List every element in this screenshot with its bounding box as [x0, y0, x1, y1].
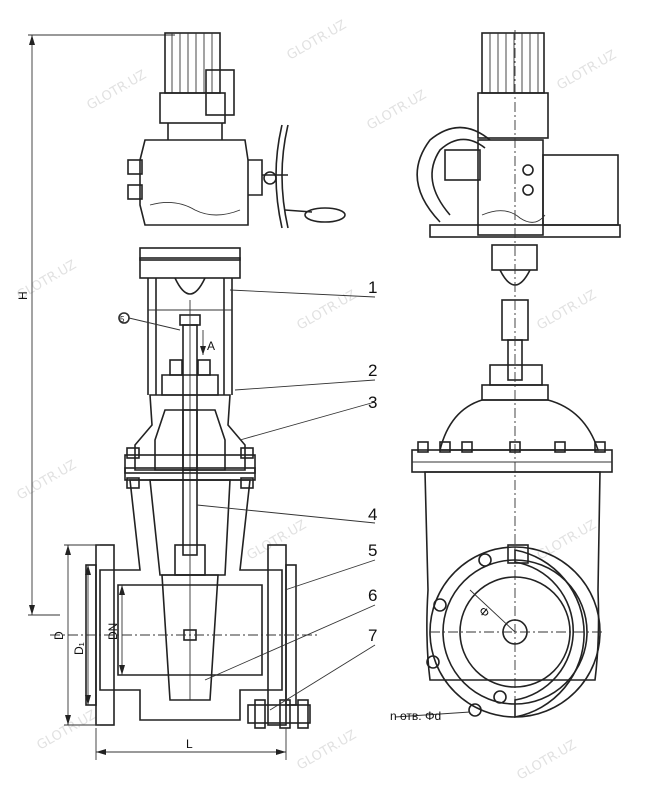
section-marker-label: 5 [120, 315, 125, 324]
callout-7: 7 [368, 626, 377, 645]
height-label: H [16, 291, 30, 300]
callout-6: 6 [368, 586, 377, 605]
view-marker-a: A [200, 330, 215, 355]
callout-4: 4 [368, 505, 377, 524]
watermark: GLOTR.UZ [285, 17, 350, 63]
height-dimension: H [16, 34, 175, 616]
callout-1: 1 [368, 278, 377, 297]
view-marker-label: A [207, 339, 215, 353]
bolt-circle-label: D₁ [72, 642, 86, 655]
callout-leaders [196, 289, 376, 711]
front-view-dimensions: D D₁ DN L [52, 544, 287, 760]
watermark: GLOTR.UZ [515, 737, 580, 783]
front-section-view [50, 32, 346, 729]
watermark: GLOTR.UZ [35, 707, 100, 753]
section-marker [118, 312, 130, 324]
callout-2: 2 [368, 361, 377, 380]
watermark: GLOTR.UZ [245, 517, 310, 563]
watermark: GLOTR.UZ [295, 727, 360, 773]
watermark: GLOTR.UZ [555, 47, 620, 93]
watermark: GLOTR.UZ [15, 457, 80, 503]
gate-diameter-label: Φ [476, 604, 492, 621]
watermark: GLOTR.UZ [85, 67, 150, 113]
callout-5: 5 [368, 541, 377, 560]
watermark: GLOTR.UZ [535, 517, 600, 563]
callout-3: 3 [368, 393, 377, 412]
side-view: Φ n отв. Φd [390, 30, 621, 723]
callout-labels: 1 2 3 4 5 6 7 [368, 278, 377, 645]
nominal-diameter-label: DN [106, 623, 120, 640]
watermark: GLOTR.UZ [365, 87, 430, 133]
holes-label: n отв. Φd [390, 709, 441, 723]
watermark: GLOTR.UZ [535, 287, 600, 333]
outer-diameter-label: D [52, 631, 66, 640]
length-label: L [186, 737, 193, 751]
